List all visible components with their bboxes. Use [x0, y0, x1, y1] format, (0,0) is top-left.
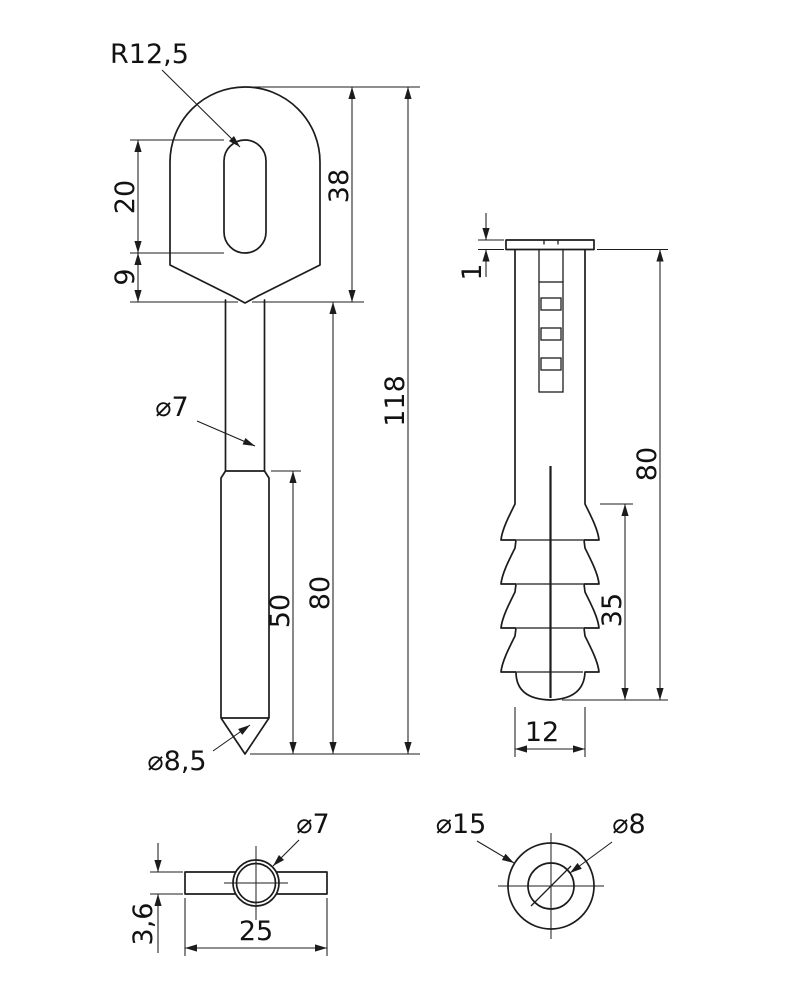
plug-body-outline [500, 248, 600, 701]
dim-plug-length-label: 80 [632, 447, 663, 481]
dim-plug-width: 12 [514, 707, 586, 757]
dim-head-height: 38 [252, 86, 420, 303]
dim-plate-thickness-label: 3,6 [128, 903, 159, 946]
dim-slot-length-ext [130, 139, 224, 254]
plug-ladder-rung [540, 357, 562, 371]
label-hole-diameter: ⌀7 [296, 809, 329, 840]
dim-thread-length: 50 [265, 470, 301, 754]
dim-thread-length-label: 50 [265, 594, 296, 628]
dim-collar-thickness-ext [478, 239, 504, 251]
dim-shaft-length-label: 80 [305, 576, 336, 610]
dim-plate-width-label: 25 [239, 916, 273, 947]
view-plug-front: 1 80 35 12 [457, 213, 668, 757]
leader-thread-diameter: ⌀8,5 [147, 724, 251, 777]
dim-head-height-ext [252, 86, 420, 303]
label-thread-diameter: ⌀8,5 [147, 746, 206, 777]
plug-ladder-frame [538, 281, 564, 393]
leader-collar-diameter: ⌀15 [436, 809, 515, 864]
dim-head-height-label: 38 [324, 169, 355, 203]
plug-top-slit-line [530, 865, 572, 907]
label-shank-diameter: ⌀7 [155, 392, 188, 423]
plug-ladder-rung [540, 297, 562, 311]
dim-slot-offset: 9 [110, 253, 238, 303]
bolt-shank [224, 299, 266, 472]
leader-hole-diameter-line [272, 839, 300, 867]
bolt-head-outline [169, 86, 321, 304]
bolt-thread [220, 470, 270, 755]
dim-overall-length: 118 [250, 87, 420, 755]
label-collar-diameter: ⌀15 [436, 809, 487, 840]
view-plug-top: ⌀15 ⌀8 [436, 809, 646, 939]
label-head-radius: R12,5 [110, 39, 189, 70]
dim-overall-length-label: 118 [380, 375, 411, 427]
dim-slot-offset-label: 9 [110, 268, 141, 285]
plug-ladder-rung [540, 327, 562, 341]
plate-centerlines [224, 846, 288, 920]
plug-expansion-ladder [538, 249, 564, 393]
dim-collar-thickness-label: 1 [457, 263, 488, 280]
dim-shaft-length: 80 [305, 302, 337, 754]
bolt-slot [223, 139, 267, 254]
plug-mouth-ticks [543, 240, 559, 245]
leader-head-radius-line [161, 69, 241, 148]
dim-fin-length: 35 [597, 503, 633, 700]
dim-plate-thickness-ext [150, 871, 183, 895]
view-bolt-front: R12,5 20 9 38 80 50 [110, 39, 420, 777]
leader-shank-diameter: ⌀7 [155, 392, 256, 447]
dim-plate-width: 25 [184, 898, 328, 956]
dim-slot-length-label: 20 [110, 180, 141, 214]
dim-plug-length: 80 [562, 248, 668, 701]
leader-head-radius: R12,5 [110, 39, 241, 148]
dim-plug-width-label: 12 [525, 717, 559, 748]
leader-hole-diameter: ⌀7 [272, 809, 330, 867]
leader-collar-diameter-line [476, 840, 515, 864]
leader-thread-diameter-line [212, 724, 251, 752]
plug-flange [505, 239, 595, 251]
view-bolt-top: ⌀7 3,6 25 [128, 809, 330, 956]
plug-ladder-stems [538, 249, 564, 282]
dim-plug-length-ext [562, 248, 668, 701]
dim-fin-length-label: 35 [597, 593, 628, 627]
dim-plate-thickness: 3,6 [128, 843, 183, 953]
label-bore-diameter: ⌀8 [612, 809, 645, 840]
dim-collar-thickness: 1 [457, 213, 504, 281]
leader-bore-diameter: ⌀8 [569, 809, 646, 874]
leader-shank-diameter-line [196, 420, 256, 447]
leader-bore-diameter-line [569, 841, 613, 874]
dim-slot-length: 20 [110, 139, 224, 254]
